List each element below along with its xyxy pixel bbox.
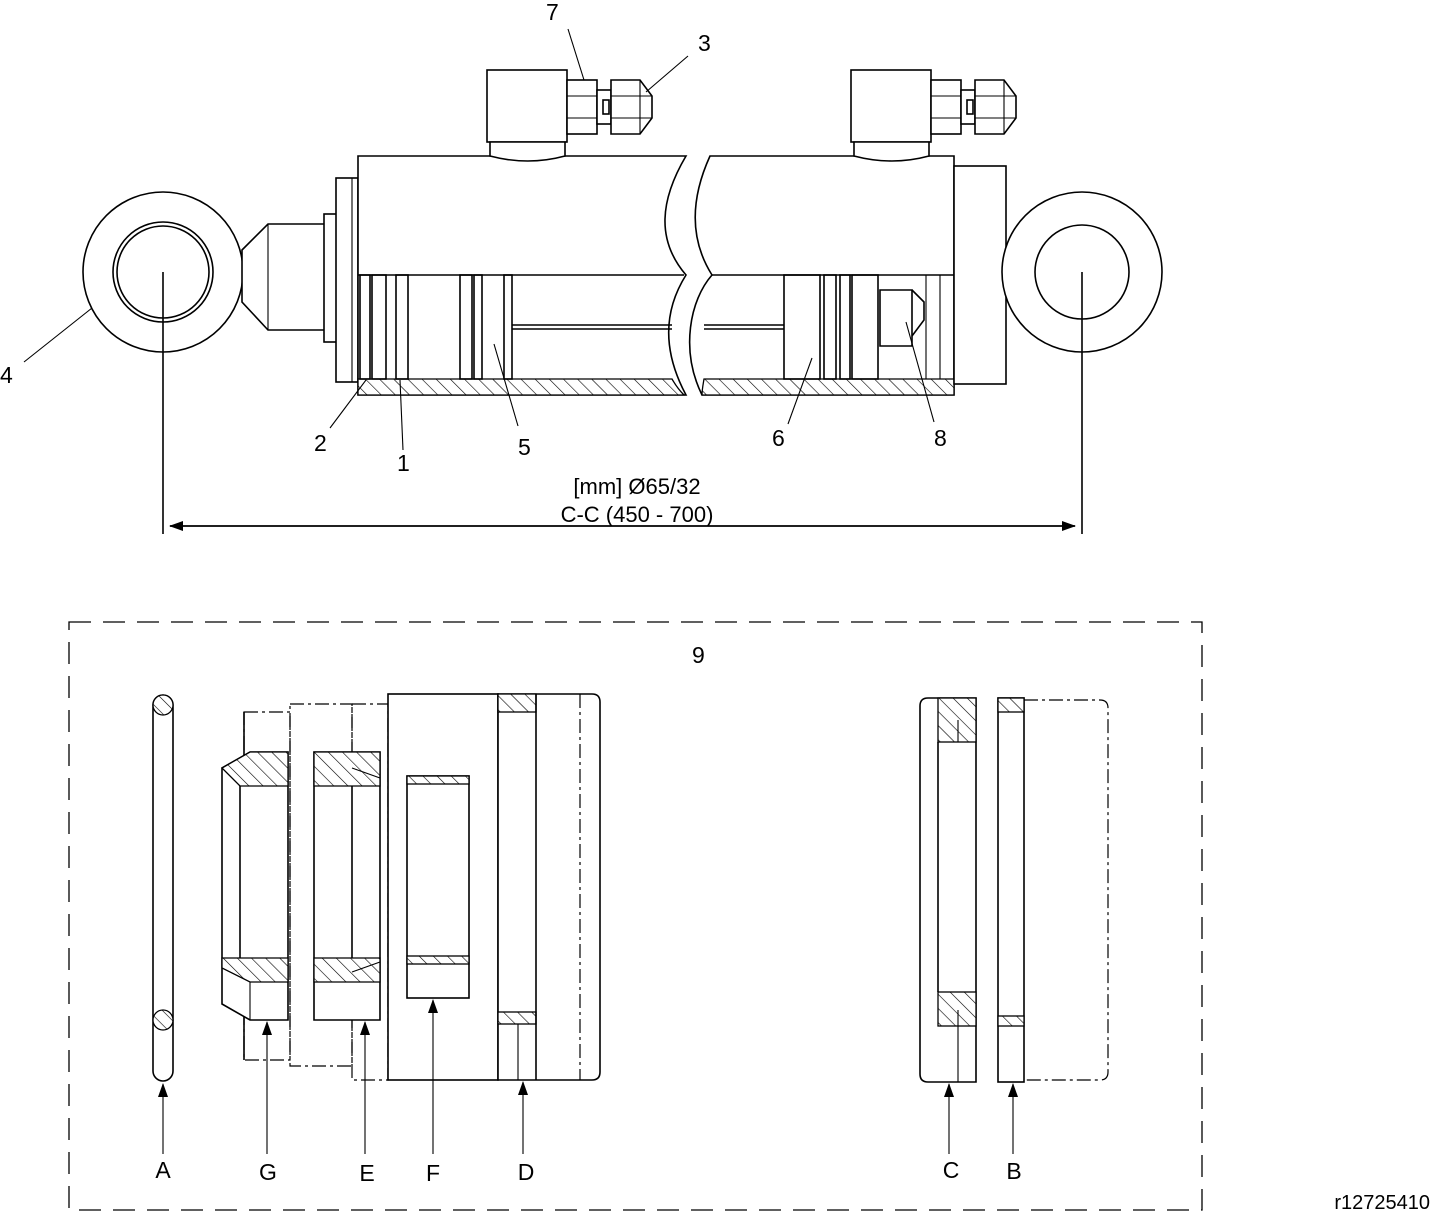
seal-kit-number: 9 [692, 642, 705, 668]
rod-guide-section [359, 274, 672, 380]
part-label-g: G [259, 1159, 277, 1185]
callout-8: 8 [934, 425, 947, 451]
part-e-rod-seal [289, 703, 389, 1081]
part-label-e: E [359, 1160, 374, 1186]
fitting-right [930, 79, 1017, 135]
seal-kit: 9 [68, 621, 1203, 1211]
callout-1: 1 [397, 450, 410, 476]
callout-4: 4 [0, 362, 13, 388]
tube-wall-section [357, 378, 686, 396]
callout-6: 6 [772, 425, 785, 451]
drawing-reference: r12725410 [1334, 1192, 1430, 1214]
callout-leaders [23, 28, 935, 451]
part-b-guide-band [997, 697, 1109, 1083]
part-g-wiper [220, 711, 291, 1061]
rod-neck [241, 223, 331, 331]
seal-kit-frame [68, 621, 1203, 1211]
part-label-b: B [1006, 1158, 1021, 1184]
part-leaders [158, 999, 1018, 1154]
fitting-left [566, 79, 653, 135]
part-c-piston-seal [919, 697, 977, 1083]
part-label-f: F [426, 1160, 440, 1186]
callout-3: 3 [698, 30, 711, 56]
port-block-right [850, 69, 932, 162]
callout-5: 5 [518, 434, 531, 460]
part-f-guide-ring [387, 693, 499, 1081]
end-cap [953, 165, 1007, 385]
cylinder-assembly: 1 2 3 4 5 6 7 8 [mm] Ø65/32 C-C (450 - 7… [0, 0, 1163, 534]
port-block-left [486, 69, 568, 162]
part-label-c: C [943, 1157, 960, 1183]
callout-2: 2 [314, 430, 327, 456]
part-a-o-ring [152, 694, 174, 1082]
gland-flange [335, 177, 359, 383]
part-d-bushing [497, 693, 601, 1081]
callout-7: 7 [546, 0, 559, 25]
bore-dimension-text: [mm] Ø65/32 [573, 474, 700, 499]
cc-dimension-text: C-C (450 - 700) [561, 502, 714, 527]
part-label-a: A [155, 1157, 171, 1183]
part-label-d: D [518, 1159, 535, 1185]
piston-section [704, 274, 941, 380]
